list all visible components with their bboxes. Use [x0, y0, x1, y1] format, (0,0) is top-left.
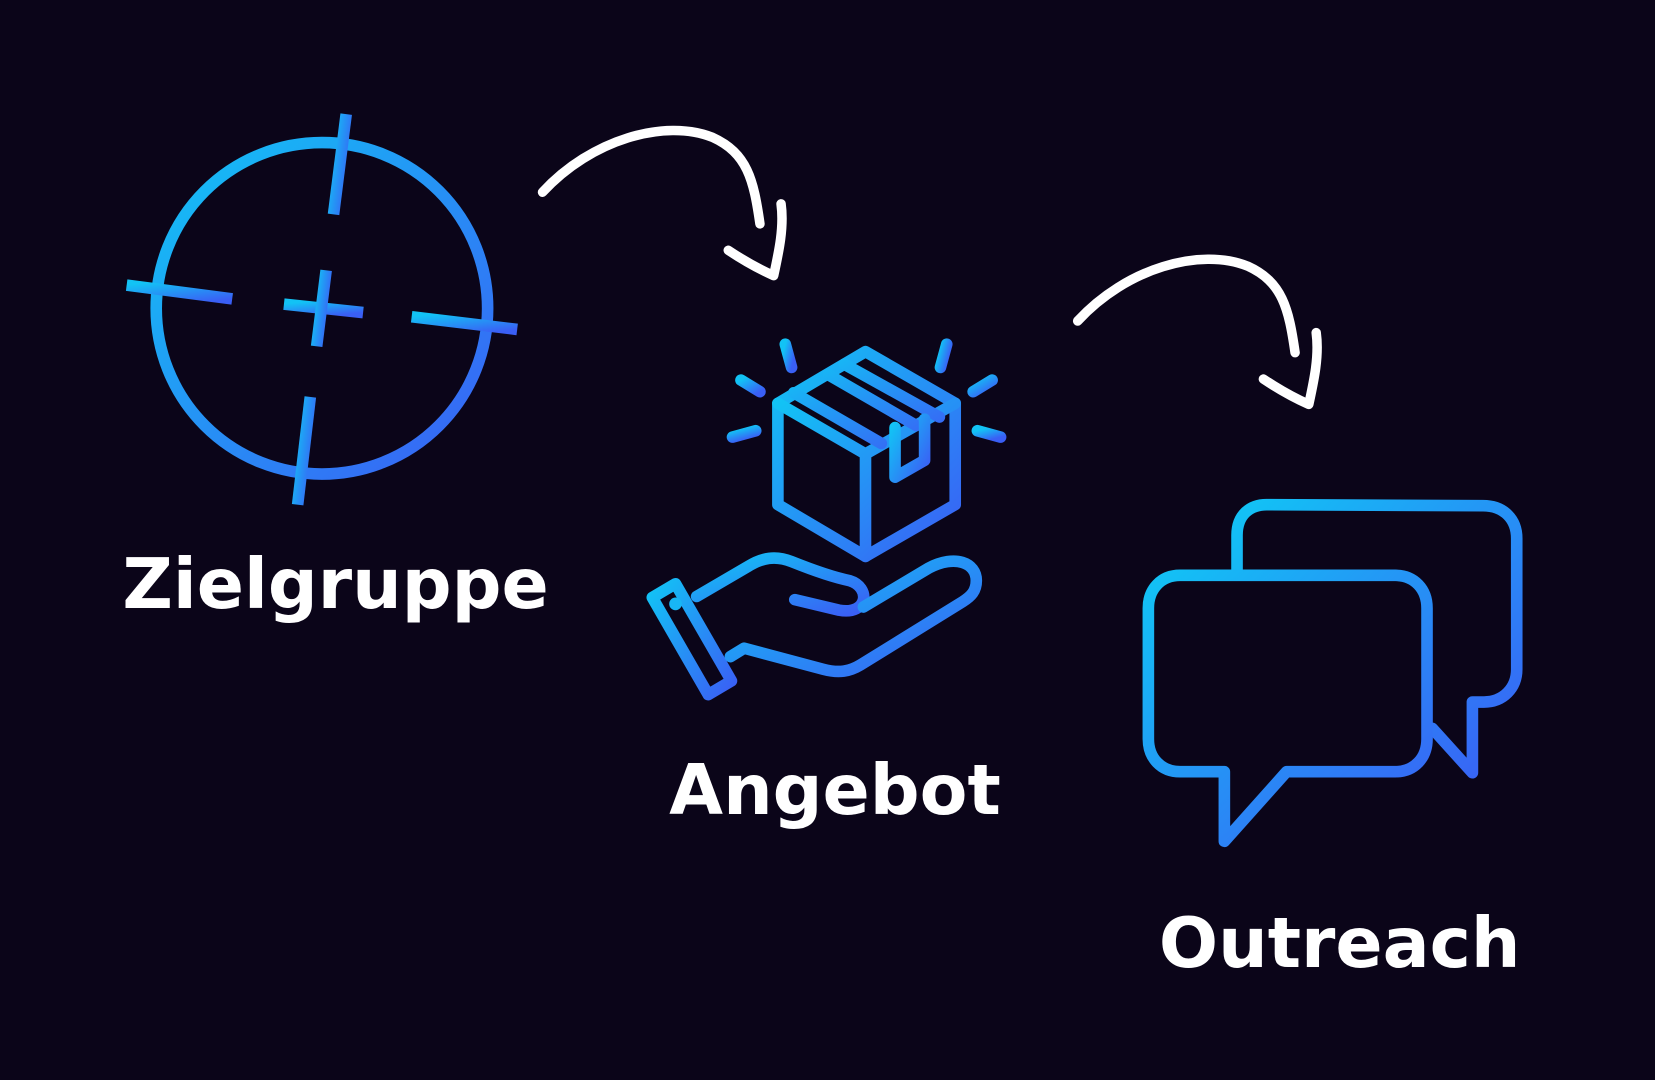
- curved-arrow-icon: [1072, 254, 1322, 410]
- target-crosshair-icon: [125, 113, 518, 506]
- curved-arrow-icon: [537, 125, 787, 281]
- step-label-angebot: Angebot: [669, 750, 1001, 831]
- hand-offering-box-icon: [646, 338, 1007, 701]
- step-label-zielgruppe: Zielgruppe: [122, 544, 548, 625]
- step-label-outreach: Outreach: [1159, 903, 1521, 984]
- chat-bubbles-icon: [1142, 498, 1523, 848]
